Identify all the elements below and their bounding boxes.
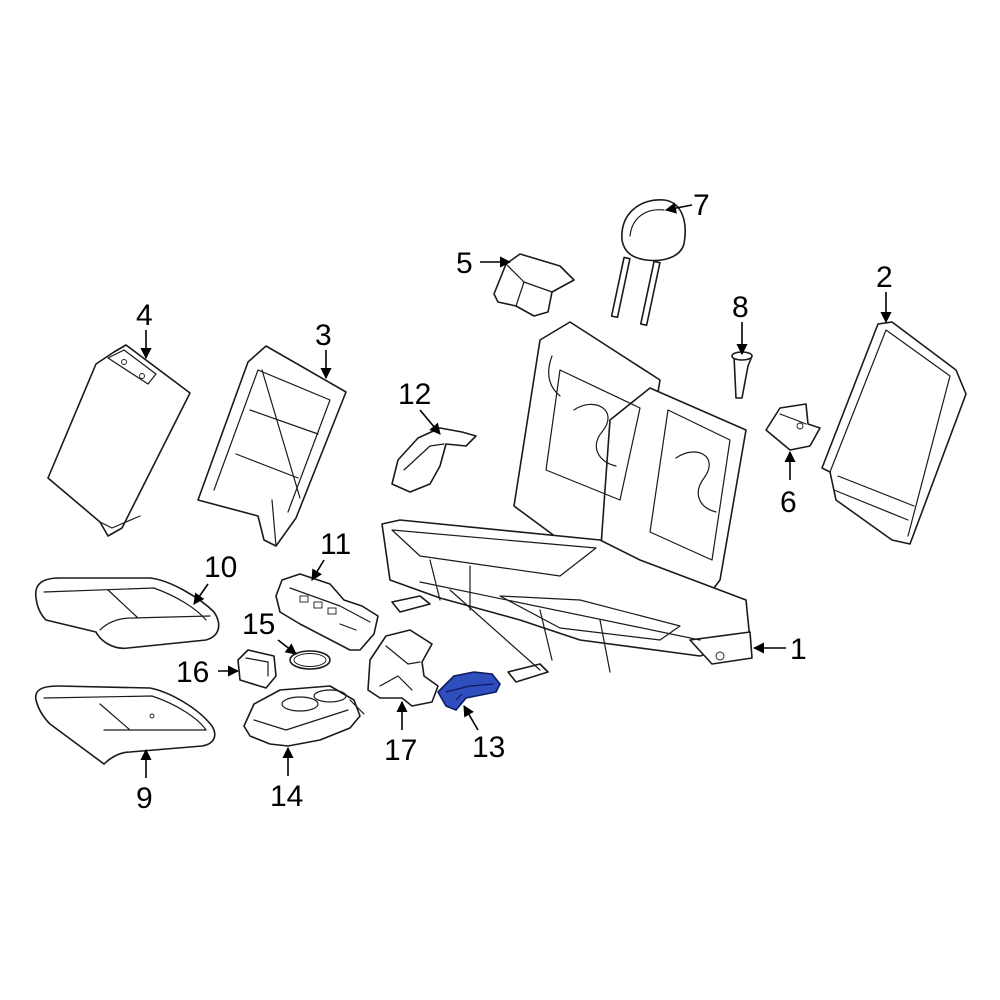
part-1-seat-frame[interactable] xyxy=(381,321,753,683)
leader-12 xyxy=(419,409,441,435)
part-5-headrest-trim[interactable] xyxy=(493,253,575,317)
callout-16: 16 xyxy=(176,656,209,689)
part-7-headrest[interactable] xyxy=(610,199,686,327)
part-11-armrest-bracket[interactable] xyxy=(275,573,379,651)
leader-15 xyxy=(277,639,297,655)
callout-8: 8 xyxy=(732,291,749,324)
callout-11: 11 xyxy=(320,528,351,561)
part-3-backrest-panel[interactable] xyxy=(197,345,347,547)
part-4-backrest-cover[interactable] xyxy=(47,344,191,537)
callout-3: 3 xyxy=(315,319,332,352)
callout-15: 15 xyxy=(242,608,275,641)
callout-5: 5 xyxy=(456,247,473,280)
callout-9: 9 xyxy=(136,782,153,815)
leader-7 xyxy=(664,202,693,214)
callout-13: 13 xyxy=(472,731,505,764)
part-6-bracket[interactable] xyxy=(765,403,821,451)
part-14-armrest-cupholder[interactable] xyxy=(243,685,365,747)
part-12-side-trim[interactable] xyxy=(391,427,477,493)
part-17-trim-cover[interactable] xyxy=(367,629,439,707)
part-10-seat-cushion-cover[interactable] xyxy=(34,577,220,650)
leader-11 xyxy=(311,559,325,581)
part-16-cup-insert[interactable] xyxy=(237,649,277,689)
callout-12: 12 xyxy=(398,378,431,411)
part-15-ring[interactable] xyxy=(289,650,331,670)
leader-10 xyxy=(193,583,209,605)
part-13-cover-highlighted[interactable] xyxy=(437,671,501,711)
callout-7: 7 xyxy=(693,189,710,222)
callout-17: 17 xyxy=(384,734,417,767)
callout-4: 4 xyxy=(136,299,153,332)
callout-1: 1 xyxy=(790,633,807,666)
part-8-guide-sleeve[interactable] xyxy=(731,351,753,399)
callout-6: 6 xyxy=(780,486,797,519)
callout-14: 14 xyxy=(270,780,303,813)
callout-10: 10 xyxy=(204,551,237,584)
part-9-seat-cushion[interactable] xyxy=(34,685,216,765)
part-2-back-panel[interactable] xyxy=(821,321,967,545)
callout-2: 2 xyxy=(876,261,893,294)
leader-13 xyxy=(463,705,479,731)
leader-lines xyxy=(140,202,892,778)
callout-labels: 1 2 3 4 5 6 7 8 9 10 11 12 13 14 15 16 1… xyxy=(136,189,893,815)
